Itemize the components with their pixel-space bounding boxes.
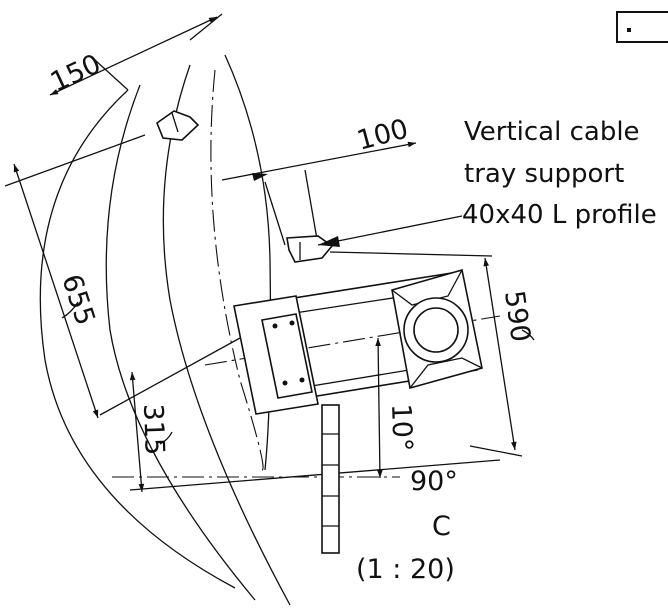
note-line-1: Vertical cable [464, 117, 640, 147]
dim-150-line [49, 16, 218, 96]
dim-315-arc [159, 431, 173, 445]
dim-655-line [13, 163, 99, 419]
dim-100-text: 100 [354, 113, 412, 156]
corner-symbol-dot [627, 28, 631, 32]
dim-590-arc [521, 329, 535, 341]
bolt-3 [282, 380, 288, 386]
wall-centerline [210, 69, 264, 471]
dim-655-text: 655 [55, 271, 100, 330]
dim-655-ext-1 [4, 134, 146, 187]
mount-plate-inner [261, 313, 313, 399]
detail-scale: (1 : 20) [356, 554, 455, 585]
vertical-strip [321, 404, 340, 554]
dim-315-text: 315 [137, 403, 170, 456]
dim-590-line [483, 257, 517, 451]
inner-wall-arc-2 [162, 64, 291, 606]
note-line-2: tray support [464, 159, 624, 189]
dim-590-ext-2 [469, 445, 523, 457]
outer-arc [39, 89, 236, 589]
note-leader-arrow [318, 236, 340, 247]
bolt-1 [272, 323, 278, 329]
dim-100-ext-1 [264, 181, 286, 246]
top-bracket [156, 110, 200, 141]
dim-315-line [129, 371, 145, 493]
inner-wall-arc-1 [105, 84, 256, 601]
dim-590-ext-1 [329, 251, 493, 257]
detail-letter: C [432, 511, 451, 542]
reference-line-2 [129, 459, 501, 491]
pulley-inner [413, 307, 459, 353]
dim-150-text: 150 [46, 48, 106, 98]
bolt-2 [289, 320, 295, 326]
dim-655-ext-2 [99, 337, 241, 416]
dim-100-arrow [252, 173, 268, 181]
angle-90-text: 90° [410, 466, 458, 497]
corner-symbol [616, 11, 668, 43]
note-line-3: 40x40 L profile [462, 200, 657, 230]
top-bracket-line [171, 112, 179, 133]
inner-arc [224, 54, 272, 471]
angle-10-text: 10° [385, 403, 418, 452]
vertical-support-profile [286, 235, 334, 263]
bolt-4 [299, 377, 305, 383]
note-leader [317, 215, 463, 246]
dim-100-ext-2 [304, 169, 319, 246]
angle-10-line [375, 337, 383, 479]
dim-655-arc [61, 301, 79, 319]
